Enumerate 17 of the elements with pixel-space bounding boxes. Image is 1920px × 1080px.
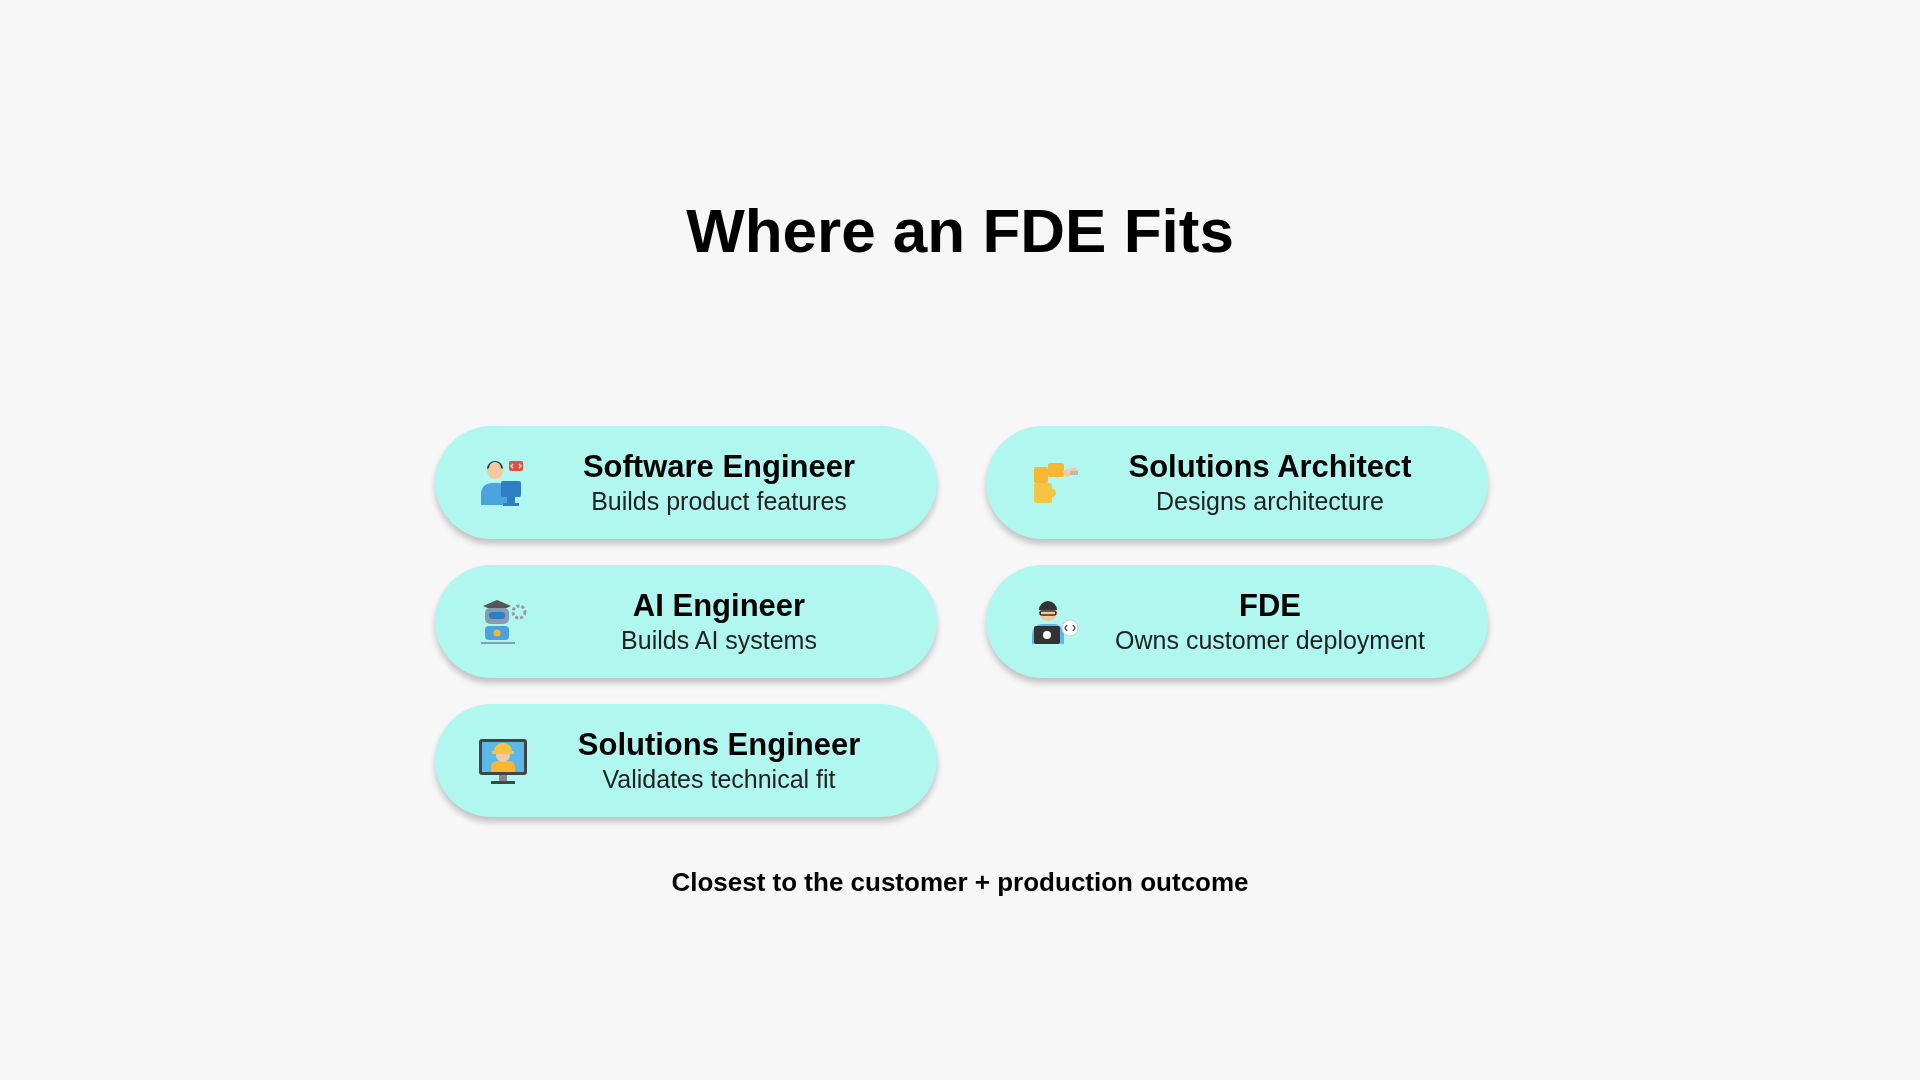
role-pill xyxy=(986,565,1488,678)
footer-note: Closest to the customer + production outcome xyxy=(671,866,1249,899)
role-title: Solutions Architect xyxy=(1128,447,1412,486)
role-pill xyxy=(986,426,1488,539)
role-description: Builds AI systems xyxy=(621,625,817,657)
role-description: Builds product features xyxy=(591,486,847,518)
role-pill xyxy=(435,565,937,678)
role-pill xyxy=(435,704,937,817)
role-description: Validates technical fit xyxy=(602,764,836,796)
role-description: Designs architecture xyxy=(1156,486,1384,518)
role-title: Software Engineer xyxy=(582,447,856,486)
role-title: Solutions Engineer xyxy=(577,725,861,764)
role-title: FDE xyxy=(1239,586,1301,625)
role-pill xyxy=(435,426,937,539)
title: Where an FDE Fits xyxy=(686,200,1234,262)
role-title: AI Engineer xyxy=(632,586,806,625)
role-description: Owns customer deployment xyxy=(1115,625,1425,657)
